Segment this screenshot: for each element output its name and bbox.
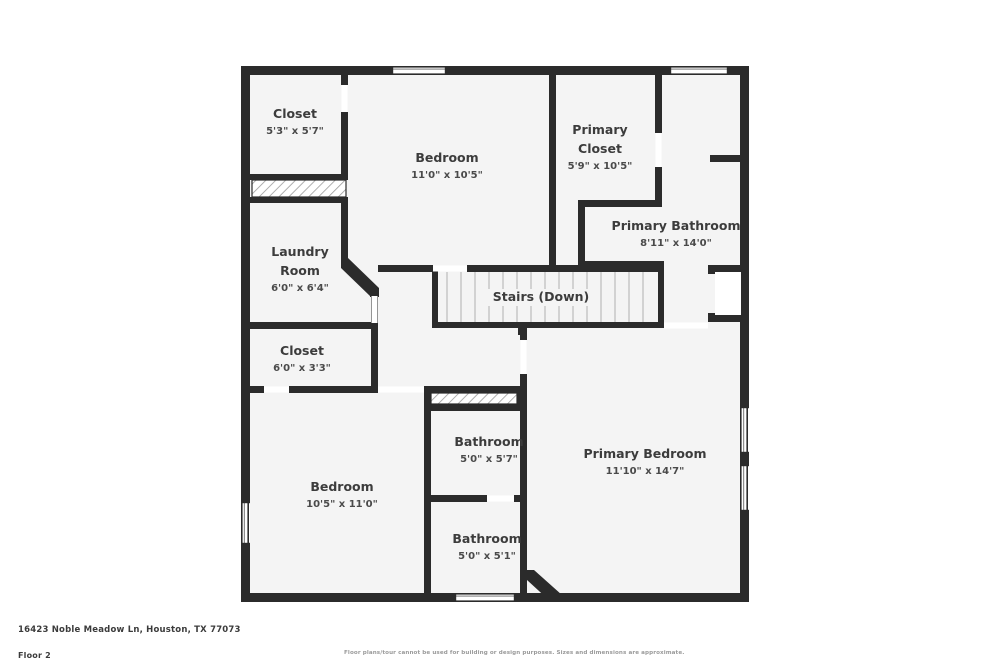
room-dimensions: 11'10" x 14'7"	[606, 466, 685, 477]
stairs-treads	[446, 272, 644, 322]
footer-floor-label: Floor 2	[18, 651, 51, 660]
room-label-bathroom-lower: Bathroom 5'0" x 5'1"	[452, 531, 521, 562]
window-top-primary-bath	[668, 66, 730, 75]
room-label-bathroom-upper: Bathroom 5'0" x 5'7"	[454, 434, 523, 465]
room-label-bedroom-top: Bedroom 11'0" x 10'5"	[411, 150, 483, 181]
room-label-laundry-room: Laundry Room 6'0" x 6'4"	[271, 244, 329, 294]
room-name-line1: Laundry	[271, 244, 328, 259]
room-dimensions: 5'3" x 5'7"	[266, 126, 324, 137]
room-name: Primary Bedroom	[583, 446, 706, 461]
room-labels: Closet 5'3" x 5'7" Bedroom 11'0" x 10'5"…	[266, 106, 740, 562]
interior-walls	[250, 75, 741, 602]
room-name: Bathroom	[452, 531, 521, 546]
room-dimensions: 8'11" x 14'0"	[640, 238, 712, 249]
window-bottom-bathroom	[453, 593, 517, 602]
room-dimensions: 5'0" x 5'1"	[458, 551, 516, 562]
room-name-line1: Primary	[572, 122, 627, 137]
room-dimensions: 11'0" x 10'5"	[411, 170, 483, 181]
room-label-primary-bedroom: Primary Bedroom 11'10" x 14'7"	[583, 446, 706, 477]
window-right-primary-lower	[740, 463, 749, 513]
stairs-label-group: Stairs (Down)	[488, 289, 596, 306]
exterior-windows	[241, 66, 749, 602]
hatched-panels	[251, 179, 518, 405]
window-top-bedroom	[390, 66, 448, 75]
footer-disclaimer: Floor plans/tour cannot be used for buil…	[344, 650, 685, 656]
room-dimensions: 5'0" x 5'7"	[460, 454, 518, 465]
room-name: Bedroom	[415, 150, 478, 165]
room-name-line2: Closet	[578, 141, 622, 156]
room-dimensions: 10'5" x 11'0"	[306, 499, 378, 510]
room-label-bedroom-bottom: Bedroom 10'5" x 11'0"	[306, 479, 378, 510]
room-label-closet-mid-left: Closet 6'0" x 3'3"	[273, 343, 331, 374]
room-dimensions: 5'9" x 10'5"	[568, 161, 633, 172]
door-openings	[264, 85, 741, 502]
room-dimensions: 6'0" x 3'3"	[273, 363, 331, 374]
room-dimensions: 6'0" x 6'4"	[271, 283, 329, 294]
room-fills	[243, 67, 747, 600]
room-name: Bedroom	[310, 479, 373, 494]
window-right-primary-upper	[740, 405, 749, 455]
room-label-closet-top-left: Closet 5'3" x 5'7"	[266, 106, 324, 137]
room-name: Closet	[273, 106, 317, 121]
room-label-primary-closet: Primary Closet 5'9" x 10'5"	[568, 122, 633, 172]
room-name: Primary Bathroom	[612, 218, 741, 233]
stairs-label: Stairs (Down)	[493, 289, 590, 304]
room-label-primary-bathroom: Primary Bathroom 8'11" x 14'0"	[612, 218, 741, 249]
footer-address: 16423 Noble Meadow Ln, Houston, TX 77073	[18, 625, 241, 635]
room-name: Closet	[280, 343, 324, 358]
window-left-bedroom	[241, 500, 250, 546]
room-name: Bathroom	[454, 434, 523, 449]
room-name-line2: Room	[280, 263, 320, 278]
